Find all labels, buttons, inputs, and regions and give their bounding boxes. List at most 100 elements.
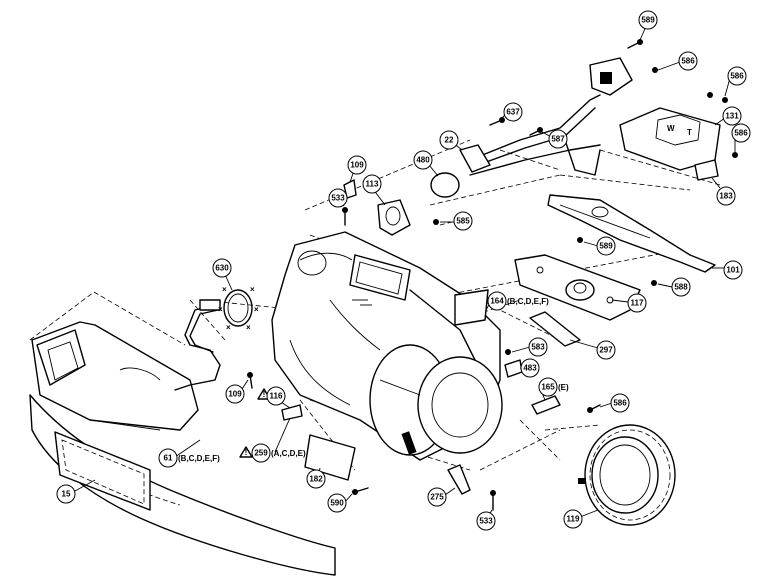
annotation-165-variants: (E)	[558, 383, 569, 392]
svg-text:586: 586	[730, 72, 744, 81]
screw-587	[529, 127, 543, 136]
callout-15: 15	[56, 484, 76, 504]
screw-586-d	[587, 404, 601, 413]
callout-587: 587	[548, 129, 568, 149]
top-chassis-frame	[547, 194, 716, 273]
callout-589-top: 589	[638, 10, 658, 30]
callout-589-mid: 589	[596, 236, 616, 256]
svg-text:!: !	[245, 448, 248, 457]
svg-text:×: ×	[246, 323, 251, 332]
svg-text:×: ×	[226, 323, 231, 332]
o-ring-630: ×× ×× ××	[218, 285, 259, 332]
callout-590: 590	[327, 493, 347, 513]
callout-480: 480	[413, 150, 433, 170]
screw-109-left	[247, 372, 253, 389]
svg-text:588: 588	[674, 283, 688, 292]
screw-589-top	[627, 39, 643, 49]
screw-586-c	[732, 152, 738, 158]
annotation-259-variants: (A,C,D,E)	[271, 449, 306, 458]
svg-text:183: 183	[719, 192, 733, 201]
callout-586-c: 586	[731, 123, 751, 143]
svg-text:101: 101	[726, 266, 740, 275]
callout-586-d: 586	[610, 393, 630, 413]
svg-text:533: 533	[331, 194, 345, 203]
bracket-22	[459, 144, 491, 173]
callout-183: 183	[716, 186, 736, 206]
part-182	[304, 434, 356, 481]
viewfinder-grip	[31, 321, 199, 431]
svg-text:587: 587	[551, 135, 565, 144]
screw-533-left	[342, 207, 348, 226]
callout-297: 297	[596, 340, 616, 360]
switch-block-131: W T	[619, 107, 721, 171]
svg-text:586: 586	[734, 129, 748, 138]
svg-text:116: 116	[270, 392, 283, 401]
callout-585: 585	[453, 211, 473, 231]
svg-text:!: !	[263, 390, 266, 399]
bracket-plate-117	[514, 254, 641, 321]
svg-text:533: 533	[479, 517, 493, 526]
annotation-164-variants: (B,C,D,E,F)	[507, 297, 549, 306]
svg-text:583: 583	[531, 343, 545, 352]
screw-585	[433, 219, 439, 225]
svg-text:W: W	[667, 124, 675, 133]
callout-164: 164	[487, 291, 507, 311]
svg-text:275: 275	[430, 493, 444, 502]
screws	[247, 39, 738, 511]
svg-text:259: 259	[254, 449, 268, 458]
callout-586-a: 586	[678, 51, 698, 71]
callout-533-left: 533	[328, 188, 348, 208]
callout-131: 131	[722, 106, 742, 126]
svg-text:T: T	[687, 128, 692, 137]
callout-61: 61	[158, 448, 178, 468]
callout-109-left: 109	[225, 384, 245, 404]
svg-text:165: 165	[541, 383, 555, 392]
svg-text:589: 589	[599, 242, 613, 251]
svg-text:297: 297	[599, 346, 613, 355]
screw-637	[489, 117, 505, 126]
callout-637: 637	[503, 102, 523, 122]
callout-275: 275	[427, 487, 447, 507]
svg-text:22: 22	[445, 136, 454, 145]
part-275	[447, 464, 471, 495]
svg-text:480: 480	[416, 156, 430, 165]
part-483	[504, 359, 523, 378]
svg-text:589: 589	[641, 16, 655, 25]
top-switch	[589, 57, 633, 96]
holder-113	[377, 199, 411, 236]
callout-182: 182	[306, 469, 326, 489]
screw-589-mid	[577, 237, 583, 243]
svg-text:586: 586	[681, 57, 695, 66]
main-body-casing	[271, 231, 503, 461]
screw-588	[651, 280, 657, 286]
svg-text:164: 164	[490, 297, 504, 306]
callout-586-b: 586	[727, 66, 747, 86]
svg-text:×: ×	[218, 305, 223, 314]
callout-259: 259	[251, 443, 271, 463]
callout-113: 113	[362, 174, 382, 194]
screw-586-a	[652, 67, 658, 73]
svg-text:182: 182	[309, 475, 323, 484]
part-183	[694, 159, 719, 181]
screw-586-b	[707, 92, 728, 103]
svg-text:630: 630	[215, 264, 229, 273]
screw-533-bottom	[490, 490, 496, 511]
callout-119: 119	[563, 509, 583, 529]
svg-text:61: 61	[164, 454, 173, 463]
svg-text:637: 637	[506, 108, 520, 117]
callout-22: 22	[439, 130, 459, 150]
slide-part-297	[529, 311, 581, 347]
warning-icon-259: !	[239, 446, 253, 458]
svg-text:586: 586	[613, 399, 627, 408]
ring-480	[430, 172, 460, 198]
callout-483: 483	[520, 358, 540, 378]
callout-588: 588	[671, 277, 691, 297]
svg-text:585: 585	[456, 217, 470, 226]
lens-ring-119	[578, 424, 676, 526]
callout-583: 583	[528, 337, 548, 357]
callout-109-top: 109	[347, 155, 367, 175]
svg-text:590: 590	[330, 499, 344, 508]
svg-text:483: 483	[523, 364, 537, 373]
flex-cable	[469, 94, 601, 176]
